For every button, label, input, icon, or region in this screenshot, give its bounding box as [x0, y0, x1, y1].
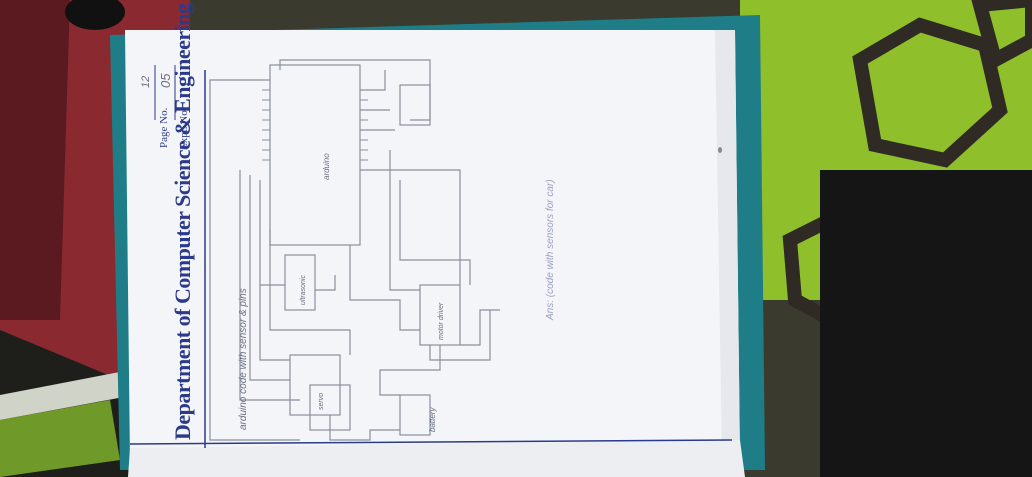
pencil-smudge	[718, 147, 722, 153]
label-motor-driver: motor driver	[438, 302, 445, 340]
ruler	[0, 370, 135, 420]
dark-corner	[820, 170, 1032, 477]
battery-box	[399, 394, 431, 436]
answer-note: Ans: (code with sensors for car)	[545, 179, 556, 320]
dice-object	[65, 0, 125, 30]
diagram-heading: arduino code with sensor & pins	[238, 288, 249, 430]
bottom-rule	[129, 439, 733, 445]
carpet-green-left	[0, 400, 120, 477]
paper-sheet	[125, 30, 740, 460]
arduino-board	[269, 64, 361, 246]
page-no-value: 12	[140, 75, 152, 88]
next-page-strip	[128, 440, 745, 477]
label-battery: battery	[428, 407, 437, 432]
label-servo: servo	[318, 392, 325, 410]
expt-no-label: Expt. No.	[178, 107, 190, 150]
page-no-label: Page No.	[158, 107, 170, 148]
circuit-diagram	[209, 59, 500, 441]
expt-no-value: 05	[158, 73, 173, 88]
paper-sheet-edge	[715, 30, 740, 458]
label-arduino: arduino	[322, 153, 331, 180]
department-title: Department of Computer Science & Enginee…	[170, 3, 195, 440]
red-mat-shadow	[0, 0, 70, 320]
label-ultrasonic: ultrasonic	[300, 275, 307, 305]
ultrasonic-sensor	[284, 254, 316, 311]
arduino-pin-ticks	[262, 89, 368, 161]
